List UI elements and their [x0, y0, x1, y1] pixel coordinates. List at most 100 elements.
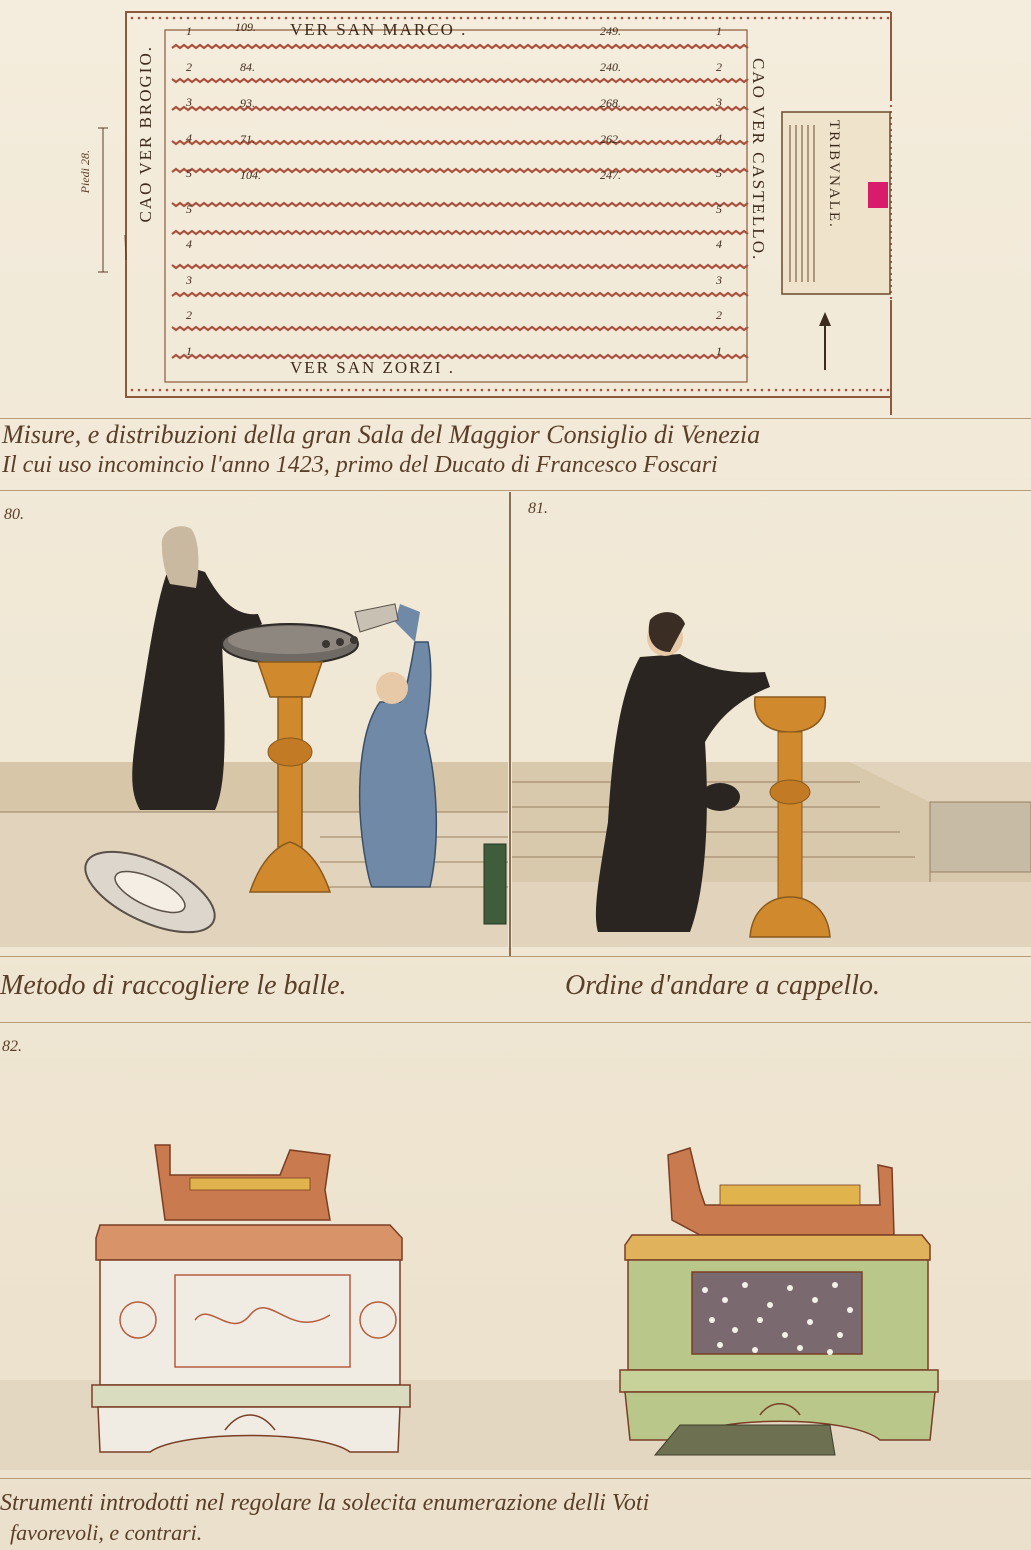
bench-border-dot: [599, 16, 603, 20]
row-number: 268.: [600, 96, 621, 110]
bench-border-dot: [662, 388, 666, 392]
bench-border-dot: [172, 16, 176, 20]
bench-border-dot: [585, 388, 589, 392]
bench-border-dot: [186, 16, 190, 20]
bench-row: [171, 353, 749, 360]
bench-border-dot: [277, 388, 281, 392]
label-tribunale: TRIBVNALE.: [826, 120, 842, 229]
row-number: 3: [186, 95, 192, 109]
bench-border-dot: [347, 388, 351, 392]
bench-border-dot: [522, 16, 526, 20]
bench-border-dot: [130, 16, 134, 20]
bench-border-dot: [809, 16, 813, 20]
divider-top: [0, 418, 1031, 419]
bench-border-dot: [179, 16, 183, 20]
bench-border-dot: [837, 16, 841, 20]
hall-inner-boundary: [164, 29, 748, 383]
ballot-ball: [832, 1282, 838, 1288]
row-number: 5: [186, 166, 192, 180]
bench-border-dot: [676, 16, 680, 20]
bench-border-dot: [277, 16, 281, 20]
figure-black-robe-right: [595, 654, 770, 932]
bench-border-dot: [571, 388, 575, 392]
ballot-ball: [757, 1317, 763, 1323]
ballot-ball: [847, 1307, 853, 1313]
bench-border-dot: [606, 16, 610, 20]
bench-border-dot: [865, 16, 869, 20]
bench-border-dot: [207, 388, 211, 392]
bench-border-dot: [802, 388, 806, 392]
bench-border-dot: [347, 16, 351, 20]
bench-border-dot: [711, 16, 715, 20]
divider-panels: [0, 956, 1031, 957]
hall-plan: [98, 11, 892, 415]
ballot-ball: [752, 1347, 758, 1353]
bench-border-dot: [466, 16, 470, 20]
bench-border-dot: [669, 16, 673, 20]
bench-border-dot: [739, 388, 743, 392]
bench-border-dot: [865, 388, 869, 392]
bench-border-dot: [396, 388, 400, 392]
row-number: 2: [716, 308, 722, 322]
bench-border-dot: [886, 388, 890, 392]
bench-border-dot: [396, 16, 400, 20]
bench-border-dot: [165, 16, 169, 20]
divider-panel-captions: [0, 1022, 1031, 1023]
bench-border-dot: [627, 388, 631, 392]
ballot-ball: [812, 1297, 818, 1303]
bench-border-dot: [508, 388, 512, 392]
bench-border-dot: [270, 16, 274, 20]
bench-border-dot: [158, 16, 162, 20]
row-number: 262.: [600, 132, 621, 146]
ballot-ball: [782, 1332, 788, 1338]
bench-border-dot: [333, 388, 337, 392]
bench-border-dot: [368, 16, 372, 20]
bench-border-dot: [417, 16, 421, 20]
bench-border-dot: [732, 16, 736, 20]
bench-border-dot: [830, 16, 834, 20]
bench-border-dot: [837, 388, 841, 392]
row-number: 240.: [600, 60, 621, 74]
bench-border-dot: [312, 388, 316, 392]
bench-border-dot: [151, 388, 155, 392]
bench-border-dot: [144, 16, 148, 20]
bench-border-dot: [858, 16, 862, 20]
row-number: 2: [716, 59, 722, 74]
bench-border-dot: [403, 16, 407, 20]
bench-border-dot: [781, 388, 785, 392]
bench-border-dot: [340, 16, 344, 20]
row-number: 4: [186, 130, 192, 145]
ballot-ball: [827, 1349, 833, 1355]
bench-border-dot: [403, 388, 407, 392]
ballot-ball: [709, 1317, 715, 1323]
row-number: 5: [716, 166, 722, 180]
bench-border-dot: [795, 388, 799, 392]
bench-border-dot: [704, 16, 708, 20]
bench-border-dot: [312, 16, 316, 20]
bench-border-dot: [172, 388, 176, 392]
bench-border-dot: [284, 388, 288, 392]
bench-border-dot: [515, 16, 519, 20]
hall-caption-line1: Misure, e distribuzioni della gran Sala …: [2, 420, 761, 449]
row-number: 1: [716, 24, 722, 38]
ballot-urn-icon: [754, 696, 826, 733]
scale-label: Piedi 28.: [78, 150, 92, 194]
bench-border-dot: [291, 16, 295, 20]
bench-border-dot: [543, 16, 547, 20]
bench-border-dot: [417, 388, 421, 392]
tribunal-steps: [789, 125, 815, 282]
bench-border-dot: [522, 388, 526, 392]
bench-border-dot: [662, 16, 666, 20]
bench-border-dot: [690, 388, 694, 392]
bench-border-dot: [438, 388, 442, 392]
bench-border-dot: [725, 16, 729, 20]
row-number: 5: [186, 201, 192, 216]
bench-border-dot: [844, 16, 848, 20]
bench-border-dot: [753, 16, 757, 20]
bench-border-dot: [207, 16, 211, 20]
row-number: 4: [716, 237, 722, 251]
ballot-box-green: [619, 1147, 939, 1456]
bench-border-dot: [788, 388, 792, 392]
bench-border-dot: [536, 388, 540, 392]
bench-border-dot: [690, 16, 694, 20]
